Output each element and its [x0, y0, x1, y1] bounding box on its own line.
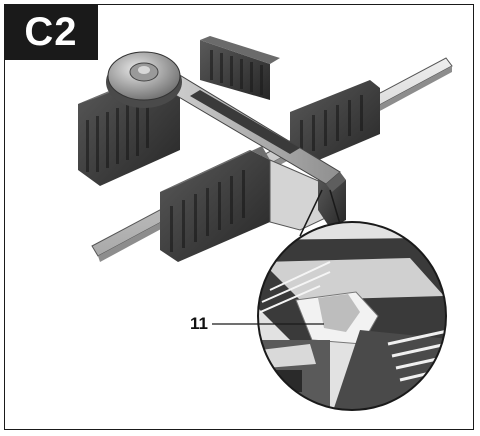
- detail-pointer: [299, 189, 341, 237]
- base-block-front: [160, 146, 346, 262]
- detail-magnifier: [257, 221, 447, 411]
- knob: [106, 51, 182, 108]
- figure-label-badge: C2: [4, 4, 98, 60]
- guide-arm: [149, 67, 346, 192]
- base-block-back: [200, 36, 280, 100]
- base-block-right: [290, 80, 380, 168]
- callout-number-11: 11: [190, 314, 208, 333]
